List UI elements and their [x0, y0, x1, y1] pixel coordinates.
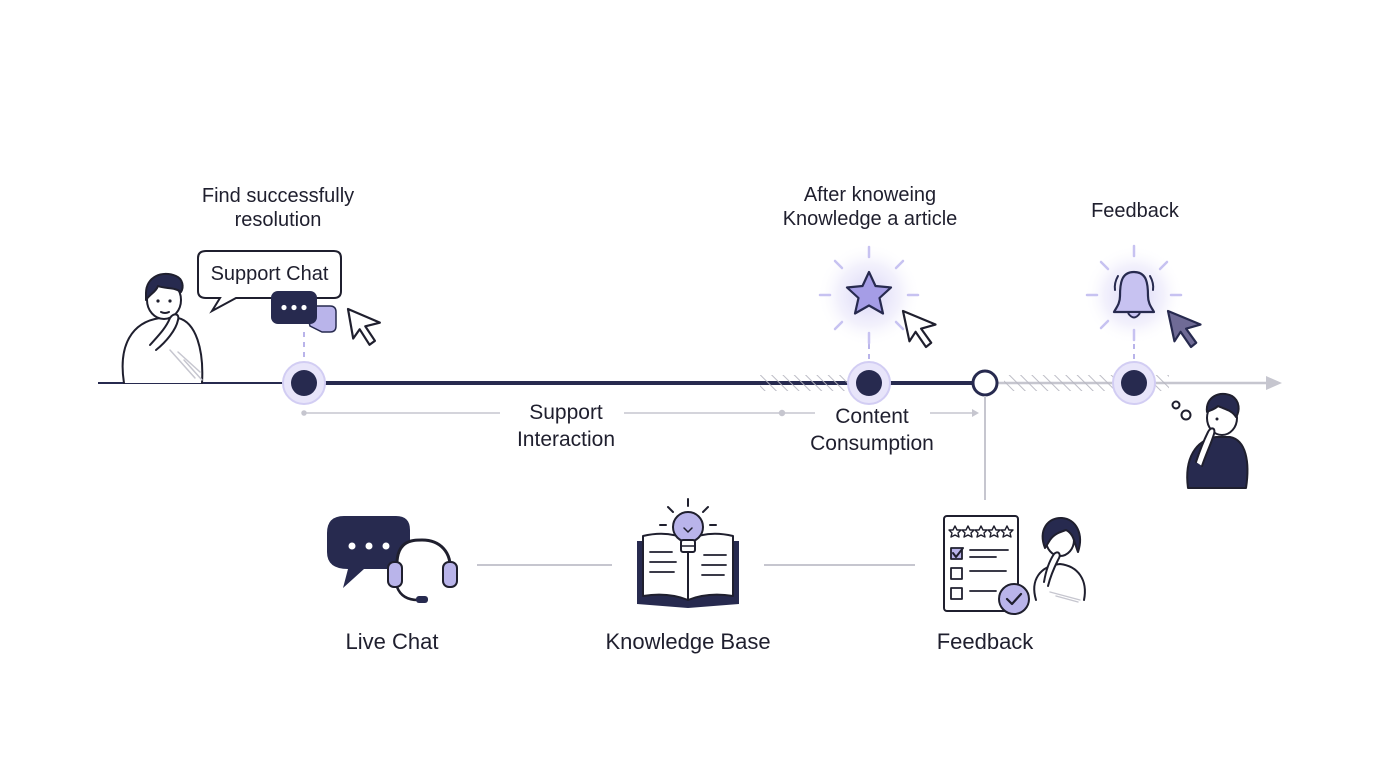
star-icon: [817, 243, 921, 347]
timeline-arrowhead: [1266, 376, 1282, 390]
phase-label-line: Consumption: [810, 432, 934, 455]
phase-bracket-support: [301, 409, 786, 417]
chat-headset-icon: [327, 516, 458, 603]
open-book-lightbulb-icon: [637, 498, 739, 608]
chat-typing-icon: [271, 291, 337, 333]
milestone-label-line: Find successfully: [201, 185, 355, 207]
milestone-label-line: resolution: [234, 209, 322, 231]
phase-bracket-content: [782, 409, 979, 417]
phase-label-line: Interaction: [516, 428, 616, 451]
cursor-icon: [1166, 309, 1202, 349]
milestone-label-line: After knoweing: [803, 184, 937, 206]
channel-label-live-chat: Live Chat: [345, 629, 439, 654]
timeline: [98, 375, 1282, 391]
hatch-band: [760, 375, 850, 391]
phase-label-support-interaction: Support Interaction: [496, 399, 636, 453]
rating-checklist-icon: [943, 515, 1086, 615]
milestone-label-feedback: Feedback: [1075, 199, 1195, 223]
milestone-label-resolution: Find successfully resolution: [178, 184, 378, 232]
milestone-label-line: Knowledge a article: [782, 208, 958, 230]
milestone-label-article: After knoweing Knowledge a article: [760, 183, 980, 231]
node-resolution: [282, 361, 326, 405]
cursor-icon: [901, 309, 937, 349]
person-thinking-icon: [121, 272, 204, 384]
bell-icon: [1084, 244, 1184, 345]
phase-label-line: Support: [529, 401, 603, 424]
support-chat-label: Support Chat: [210, 263, 329, 285]
phase-label-content-consumption: Content Consumption: [797, 403, 947, 457]
channel-label-feedback: Feedback: [936, 629, 1034, 654]
person-thinking-icon: [1171, 392, 1249, 489]
node-feedback: [1112, 361, 1156, 405]
milestone-label-line: Feedback: [1091, 200, 1179, 222]
node-article: [847, 361, 891, 405]
channel-label-knowledge-base: Knowledge Base: [605, 629, 771, 654]
node-open: [971, 369, 999, 397]
phase-label-line: Content: [835, 405, 909, 428]
cursor-icon: [346, 307, 381, 346]
